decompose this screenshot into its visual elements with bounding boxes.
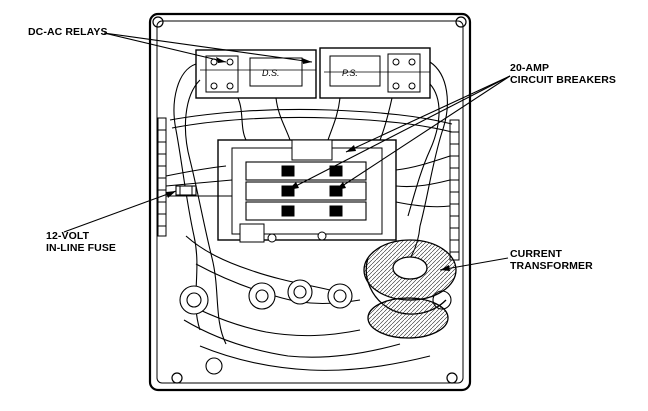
enclosure (148, 12, 472, 392)
label-inline-fuse-line2: IN-LINE FUSE (46, 242, 117, 254)
label-current-transformer-line2: TRANSFORMER (510, 260, 593, 272)
terminal-strip-left (157, 117, 167, 237)
label-dc-ac-relays: DC-AC RELAYS (28, 26, 108, 38)
label-circuit-breakers-line2: CIRCUIT BREAKERS (510, 74, 617, 86)
leader-arrowheads (166, 57, 450, 271)
inline-fuse (175, 185, 197, 196)
grommets (179, 279, 452, 375)
label-current-transformer: CURRENT TRANSFORMER (510, 248, 593, 272)
terminal-strip-right (449, 119, 460, 261)
label-inline-fuse: 12-VOLT IN-LINE FUSE (46, 230, 116, 254)
label-circuit-breakers: 20-AMP CIRCUIT BREAKERS (510, 62, 616, 86)
label-dc-ac-relays-text: DC-AC RELAYS (28, 26, 108, 38)
relay-assembly (195, 47, 431, 99)
circuit-breaker-block (217, 139, 397, 243)
wiring-harness (165, 61, 453, 371)
label-inline-fuse-line1: 12-VOLT (46, 230, 90, 242)
relay-marking-right: P.S. (342, 68, 358, 78)
label-circuit-breakers-line1: 20-AMP (510, 62, 550, 74)
current-transformer (363, 239, 457, 339)
leader-lines (63, 32, 511, 271)
relay-marking-left: D.S. (262, 68, 280, 78)
label-current-transformer-line1: CURRENT (510, 248, 563, 260)
